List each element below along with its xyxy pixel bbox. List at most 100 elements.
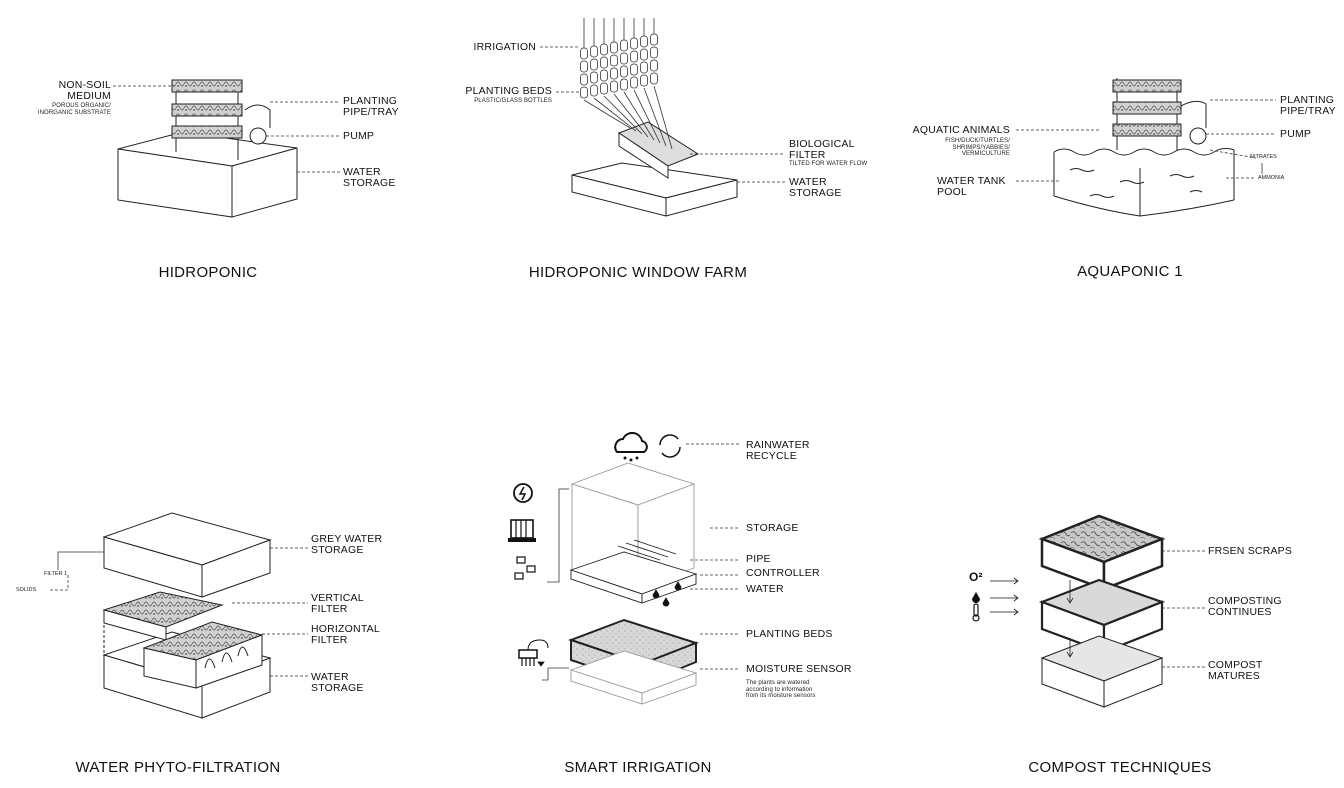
drip-tube bbox=[633, 89, 661, 144]
bottle bbox=[630, 50, 638, 63]
smart-beds-label: PLANTING BEDS bbox=[746, 628, 833, 640]
drip-tube bbox=[593, 97, 637, 132]
compost-matures-label: COMPOST MATURES bbox=[1208, 659, 1263, 682]
aquaponic-pipe-label: PLANTING PIPE/TRAY bbox=[1280, 94, 1336, 117]
smart-sensor-label: MOISTURE SENSOR bbox=[746, 663, 852, 675]
bottle bbox=[620, 52, 628, 65]
window-farm-filter-label: BIOLOGICAL FILTER bbox=[789, 138, 855, 161]
bottle bbox=[590, 71, 598, 84]
bottle bbox=[640, 35, 648, 48]
smart-water-label: WATER bbox=[746, 583, 784, 595]
hidroponic-medium-label: NON-SOIL MEDIUM bbox=[58, 79, 111, 102]
bottle bbox=[620, 78, 628, 91]
aquaponic-animals-sub: FISH/DUCK/TURTLES/ SHRIMPS/YABBIES/ VERM… bbox=[945, 138, 1010, 157]
compost-scraps-label: FRSEN SCRAPS bbox=[1208, 545, 1293, 557]
smart-leaders bbox=[542, 443, 740, 681]
window-farm-beds-sub: PLASTIC/GLASS BOTTLES bbox=[474, 98, 552, 104]
bottle bbox=[580, 47, 588, 60]
window-farm-irrigation-label: IRRIGATION bbox=[473, 41, 536, 53]
pump-icon bbox=[510, 519, 534, 539]
bottle bbox=[580, 86, 588, 99]
recycle-icon bbox=[659, 434, 681, 458]
smart-sensor-note: The plants are watered according to info… bbox=[746, 680, 816, 699]
drip-tube bbox=[643, 87, 667, 147]
aquaponic-leaders bbox=[1016, 99, 1276, 182]
hidroponic-leaders bbox=[113, 85, 340, 173]
window-farm-filter-sub: TILTED FOR WATER FLOW bbox=[789, 161, 868, 167]
hidroponic-pump-label: PUMP bbox=[343, 130, 375, 142]
drip-tube bbox=[613, 93, 649, 138]
hidroponic-medium-sub: POROUS ORGANIC/ INORGANIC SUBSTRATE bbox=[37, 103, 111, 116]
window-farm-storage-label: WATER STORAGE bbox=[789, 176, 842, 199]
phyto-leaders bbox=[50, 547, 308, 677]
water-drop-icon bbox=[972, 592, 980, 603]
aquaponic-illustration bbox=[1053, 78, 1235, 217]
smart-rain-label: RAINWATER RECYCLE bbox=[746, 439, 810, 462]
hidroponic-storage-label: WATER STORAGE bbox=[343, 166, 396, 189]
bottle bbox=[610, 80, 618, 93]
bottle bbox=[580, 73, 588, 86]
hidroponic-illustration bbox=[117, 79, 298, 218]
bottle bbox=[650, 59, 658, 72]
bottle bbox=[640, 61, 648, 74]
phyto-grey-label: GREY WATER STORAGE bbox=[311, 533, 383, 556]
bottle bbox=[620, 39, 628, 52]
compost-illustration bbox=[1038, 514, 1166, 708]
controller-icon bbox=[516, 556, 526, 564]
smart-storage-label: STORAGE bbox=[746, 522, 799, 534]
bottle bbox=[620, 65, 628, 78]
drip-tube bbox=[623, 91, 655, 141]
bottle bbox=[650, 46, 658, 59]
bottle bbox=[650, 33, 658, 46]
bottle bbox=[600, 43, 608, 56]
smart-icons bbox=[508, 431, 681, 667]
phyto-horizontal-label: HORIZONTAL FILTER bbox=[311, 623, 380, 646]
drip-tube bbox=[653, 85, 673, 150]
bottle bbox=[610, 54, 618, 67]
aquaponic-animals-label: AQUATIC ANIMALS bbox=[912, 124, 1010, 136]
aquaponic-title: AQUAPONIC 1 bbox=[1077, 263, 1183, 280]
compost-title: COMPOST TECHNIQUES bbox=[1028, 759, 1212, 776]
hidroponic-title: HIDROPONIC bbox=[158, 264, 258, 281]
phyto-filter1-label: FILTER 1 bbox=[44, 571, 68, 577]
bottle bbox=[590, 58, 598, 71]
aquaponic-nitrates-label: NITRATES bbox=[1250, 154, 1277, 160]
bottle bbox=[610, 67, 618, 80]
aquaponic-ammonia-label: AMMONIA bbox=[1258, 175, 1285, 181]
window-farm-leaders bbox=[540, 46, 785, 183]
window-farm-title: HIDROPONIC WINDOW FARM bbox=[528, 264, 748, 281]
power-icon bbox=[513, 483, 533, 503]
window-farm-beds-label: PLANTING BEDS bbox=[465, 85, 552, 97]
phyto-title: WATER PHYTO-FILTRATION bbox=[75, 759, 281, 776]
drip-tube bbox=[603, 95, 643, 135]
smart-pipe-label: PIPE bbox=[746, 553, 771, 565]
bottle bbox=[590, 45, 598, 58]
phyto-illustration bbox=[102, 512, 272, 719]
aquaponic-pump-label: PUMP bbox=[1280, 128, 1312, 140]
bottle bbox=[580, 60, 588, 73]
smart-illustration bbox=[568, 462, 699, 705]
hidroponic-pipe-label: PLANTING PIPE/TRAY bbox=[343, 95, 399, 118]
bottle bbox=[590, 84, 598, 97]
bottle bbox=[650, 72, 658, 85]
drip-tube bbox=[583, 99, 631, 129]
compost-continues-label: COMPOSTING CONTINUES bbox=[1208, 595, 1282, 618]
window-farm-bottles bbox=[580, 18, 673, 150]
bottle bbox=[630, 37, 638, 50]
bottle bbox=[640, 74, 648, 87]
aquaponic-tank-label: WATER TANK POOL bbox=[937, 175, 1006, 198]
bottle bbox=[600, 56, 608, 69]
smart-controller-label: CONTROLLER bbox=[746, 567, 820, 579]
phyto-vertical-label: VERTICAL FILTER bbox=[311, 592, 364, 615]
smart-title: SMART IRRIGATION bbox=[564, 759, 712, 776]
compost-o2-icon: O² bbox=[969, 570, 983, 584]
bottle bbox=[640, 48, 648, 61]
moisture-sensor-icon bbox=[518, 649, 538, 659]
thermometer-icon bbox=[973, 603, 979, 617]
bottle bbox=[630, 63, 638, 76]
window-farm-illustration bbox=[571, 121, 738, 217]
phyto-storage-label: WATER STORAGE bbox=[311, 671, 364, 694]
bottle bbox=[610, 41, 618, 54]
cloud-icon bbox=[614, 431, 648, 453]
